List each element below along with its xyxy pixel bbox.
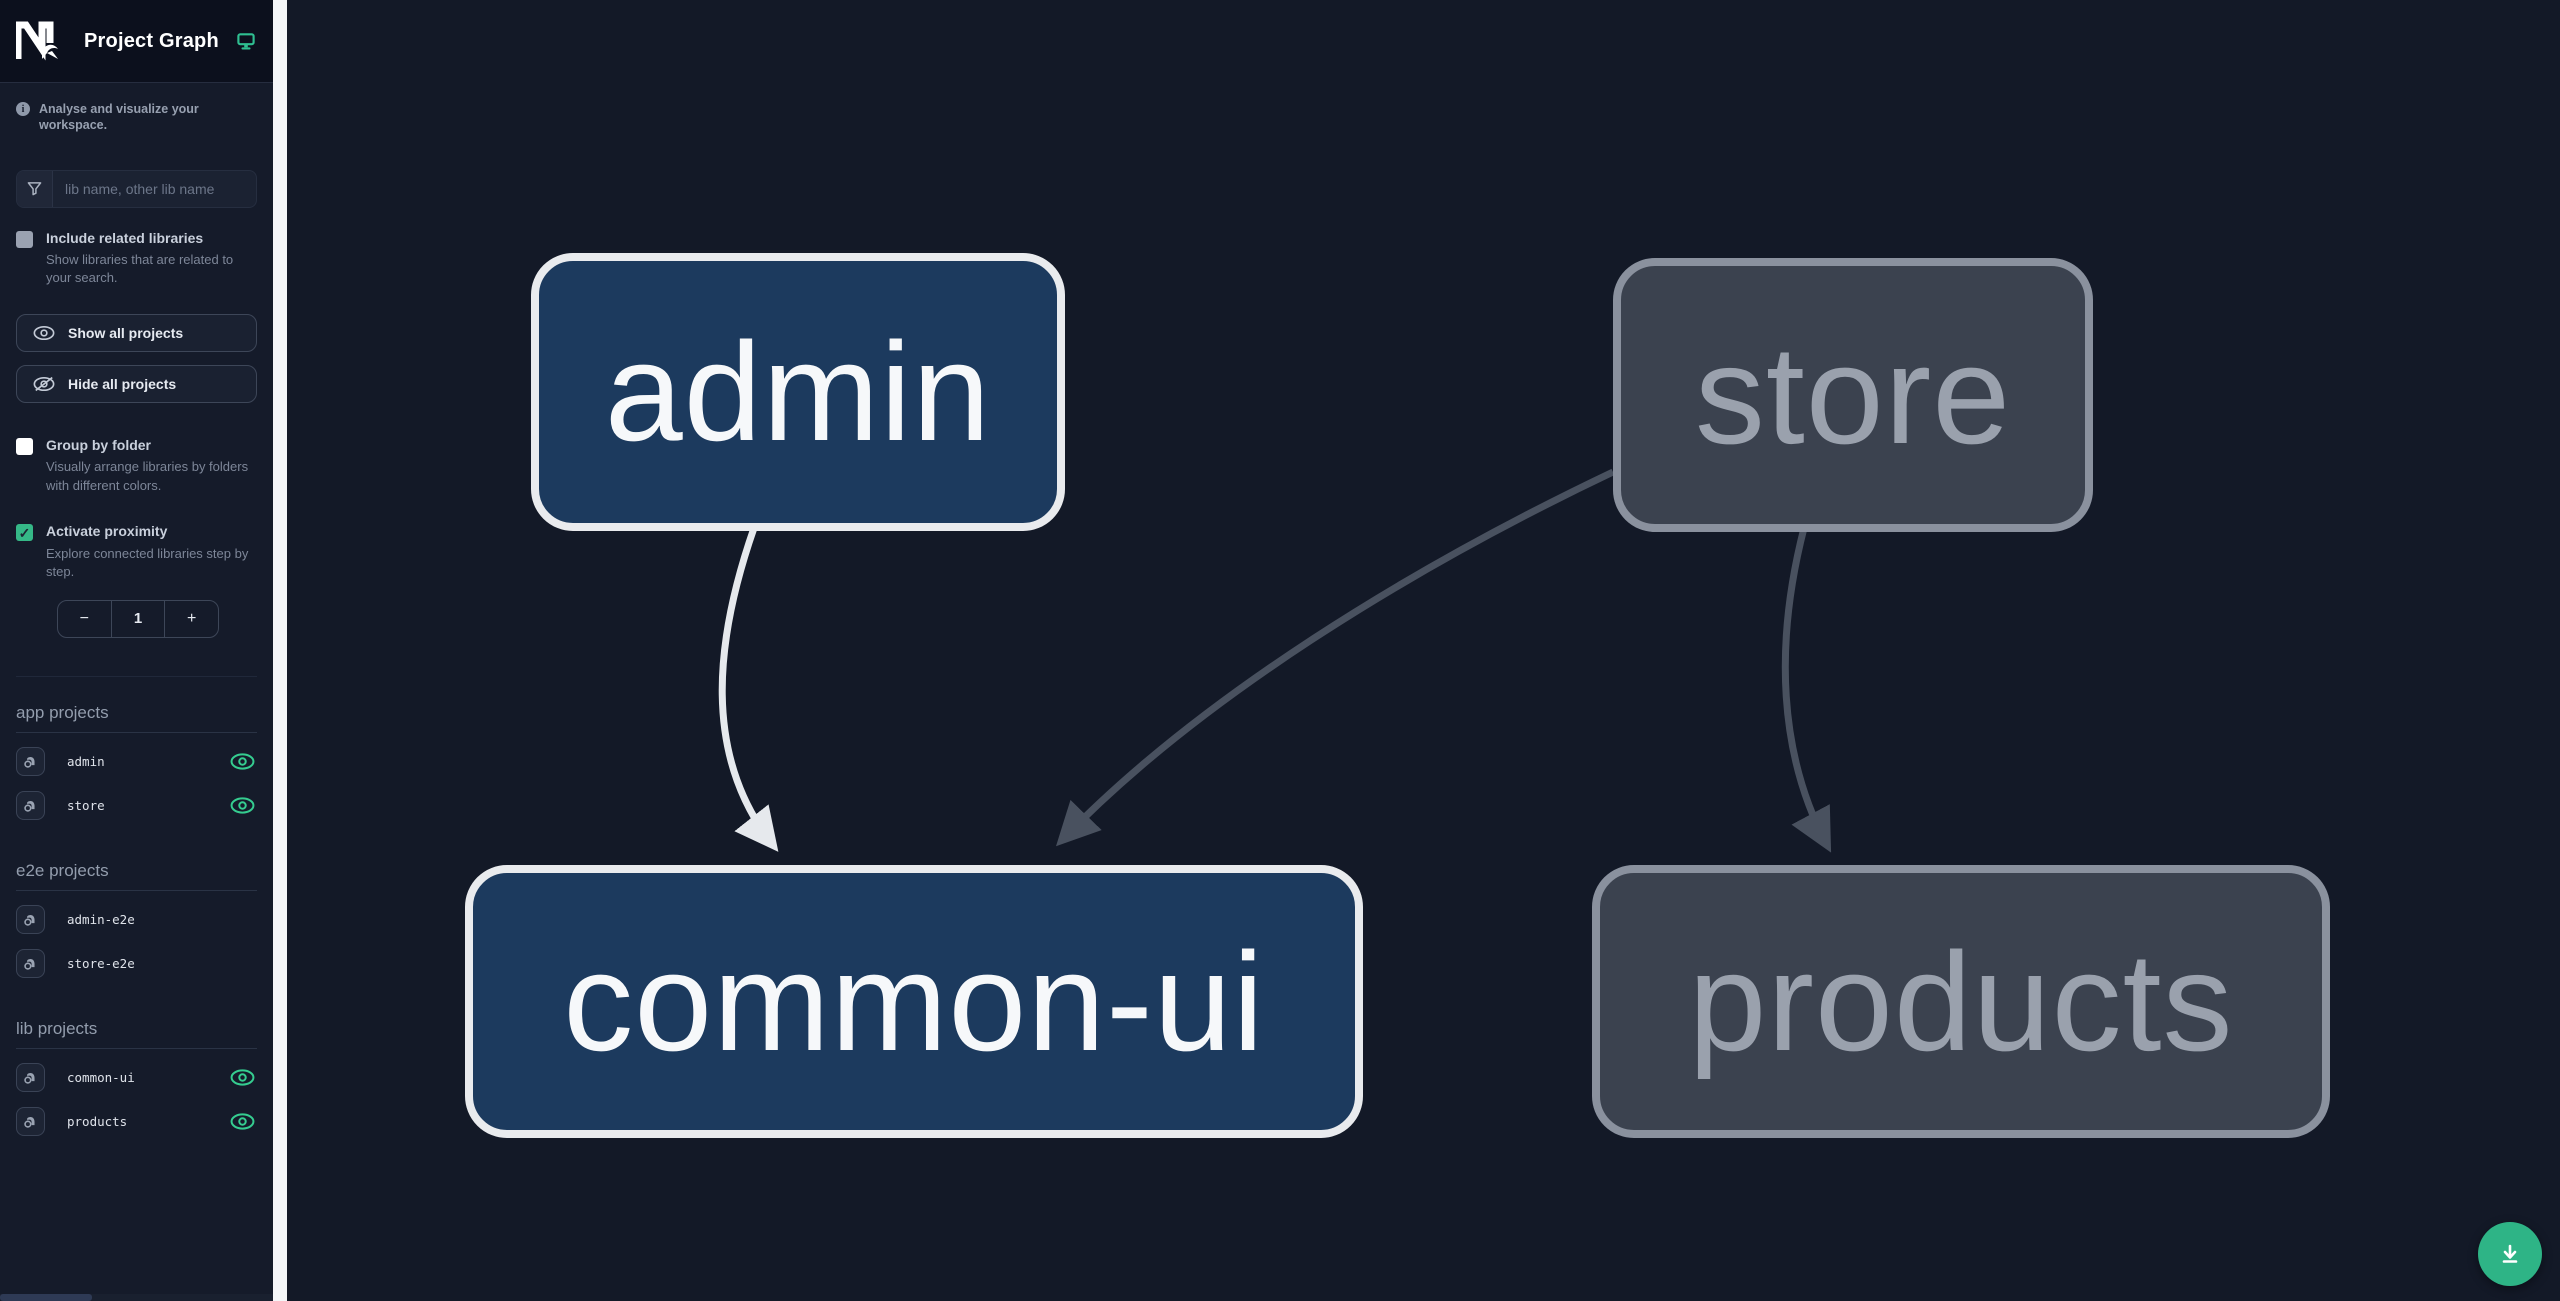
edge-store-to-common-ui: [1055, 468, 1615, 847]
activate-proximity-checkbox[interactable]: ✓: [16, 524, 33, 542]
edge-store-to-products: [1781, 527, 1832, 853]
section-title: app projects: [16, 703, 257, 733]
activate-proximity-checkbox-row[interactable]: ✓ Activate proximity Explore connected l…: [16, 523, 257, 581]
project-name: store: [67, 798, 105, 814]
monitor-icon: [237, 32, 255, 49]
project-type-icon: [16, 949, 45, 979]
filter-icon: [17, 170, 53, 207]
graph-canvas[interactable]: admin store common-ui products: [287, 0, 2560, 1301]
visibility-eye-icon[interactable]: [230, 753, 255, 770]
group-by-folder-label: Group by folder: [46, 436, 151, 453]
page-title: Project Graph: [84, 29, 219, 52]
show-all-projects-label: Show all projects: [68, 324, 184, 341]
info-icon: i: [16, 102, 30, 116]
project-name: admin-e2e: [67, 912, 135, 928]
scrollbar-thumb[interactable]: [0, 1294, 92, 1301]
include-related-description: Show libraries that are related to your …: [46, 252, 234, 286]
project-type-icon: [16, 1107, 45, 1137]
list-item-store-e2e[interactable]: store-e2e: [16, 949, 257, 979]
project-type-icon: [16, 791, 45, 821]
edge-admin-to-common-ui: [718, 526, 779, 852]
download-icon: [2502, 1244, 2518, 1263]
eye-off-icon: [33, 376, 55, 391]
list-item-products[interactable]: products: [16, 1107, 257, 1137]
graph-node-admin[interactable]: admin: [531, 253, 1065, 531]
project-type-icon: [16, 1063, 45, 1093]
activate-proximity-label: Activate proximity: [46, 523, 168, 540]
search-control: [16, 169, 257, 208]
include-related-checkbox[interactable]: [16, 230, 33, 248]
section-lib-projects: lib projects common-ui: [16, 1019, 257, 1137]
show-all-projects-button[interactable]: Show all projects: [16, 313, 257, 352]
list-item-common-ui[interactable]: common-ui: [16, 1063, 257, 1093]
section-title: e2e projects: [16, 861, 257, 891]
list-item-store[interactable]: store: [16, 791, 257, 821]
include-related-checkbox-row[interactable]: Include related libraries Show libraries…: [16, 230, 257, 288]
sidebar-resize-divider[interactable]: [273, 0, 287, 1301]
visibility-eye-icon[interactable]: [230, 797, 255, 814]
include-related-label: Include related libraries: [46, 229, 204, 246]
proximity-increment-button[interactable]: +: [165, 601, 218, 637]
project-name: products: [67, 1114, 128, 1130]
list-item-admin-e2e[interactable]: admin-e2e: [16, 905, 257, 935]
sidebar: Project Graph i Analyse and visualize yo…: [0, 0, 273, 1301]
horizontal-scrollbar[interactable]: [0, 1294, 273, 1301]
intro-text: Analyse and visualize your workspace.: [39, 102, 199, 133]
project-name: store-e2e: [67, 956, 135, 972]
graph-node-products[interactable]: products: [1592, 865, 2330, 1138]
hide-all-projects-label: Hide all projects: [68, 375, 177, 392]
eye-icon: [33, 325, 55, 340]
sidebar-body: i Analyse and visualize your workspace. …: [0, 83, 273, 1301]
hide-all-projects-button[interactable]: Hide all projects: [16, 364, 257, 403]
list-item-admin[interactable]: admin: [16, 747, 257, 777]
proximity-value: 1: [110, 600, 166, 637]
graph-node-store[interactable]: store: [1613, 258, 2093, 532]
section-title: lib projects: [16, 1019, 257, 1049]
project-name: admin: [67, 754, 105, 770]
visibility-eye-icon[interactable]: [230, 1113, 255, 1130]
activate-proximity-description: Explore connected libraries step by step…: [46, 545, 249, 580]
group-by-folder-description: Visually arrange libraries by folders wi…: [46, 459, 249, 493]
group-by-folder-checkbox[interactable]: [16, 437, 33, 455]
project-type-icon: [16, 905, 45, 935]
project-name: common-ui: [67, 1070, 135, 1086]
graph-node-common-ui[interactable]: common-ui: [465, 865, 1363, 1138]
section-e2e-projects: e2e projects admin-e2e: [16, 861, 257, 979]
intro-row: i Analyse and visualize your workspace.: [16, 101, 257, 134]
project-type-icon: [16, 747, 45, 777]
proximity-decrement-button[interactable]: −: [58, 601, 111, 637]
dependency-edges: [718, 468, 1832, 853]
proximity-stepper: − 1 +: [57, 599, 219, 638]
section-app-projects: app projects admin: [16, 703, 257, 821]
visibility-eye-icon[interactable]: [230, 1069, 255, 1086]
sidebar-header: Project Graph: [0, 0, 273, 83]
section-divider: [16, 675, 257, 677]
group-by-folder-checkbox-row[interactable]: Group by folder Visually arrange librari…: [16, 437, 257, 495]
nx-logo-icon: [16, 21, 58, 61]
download-image-button[interactable]: [2478, 1222, 2542, 1286]
search-input[interactable]: [53, 170, 256, 207]
